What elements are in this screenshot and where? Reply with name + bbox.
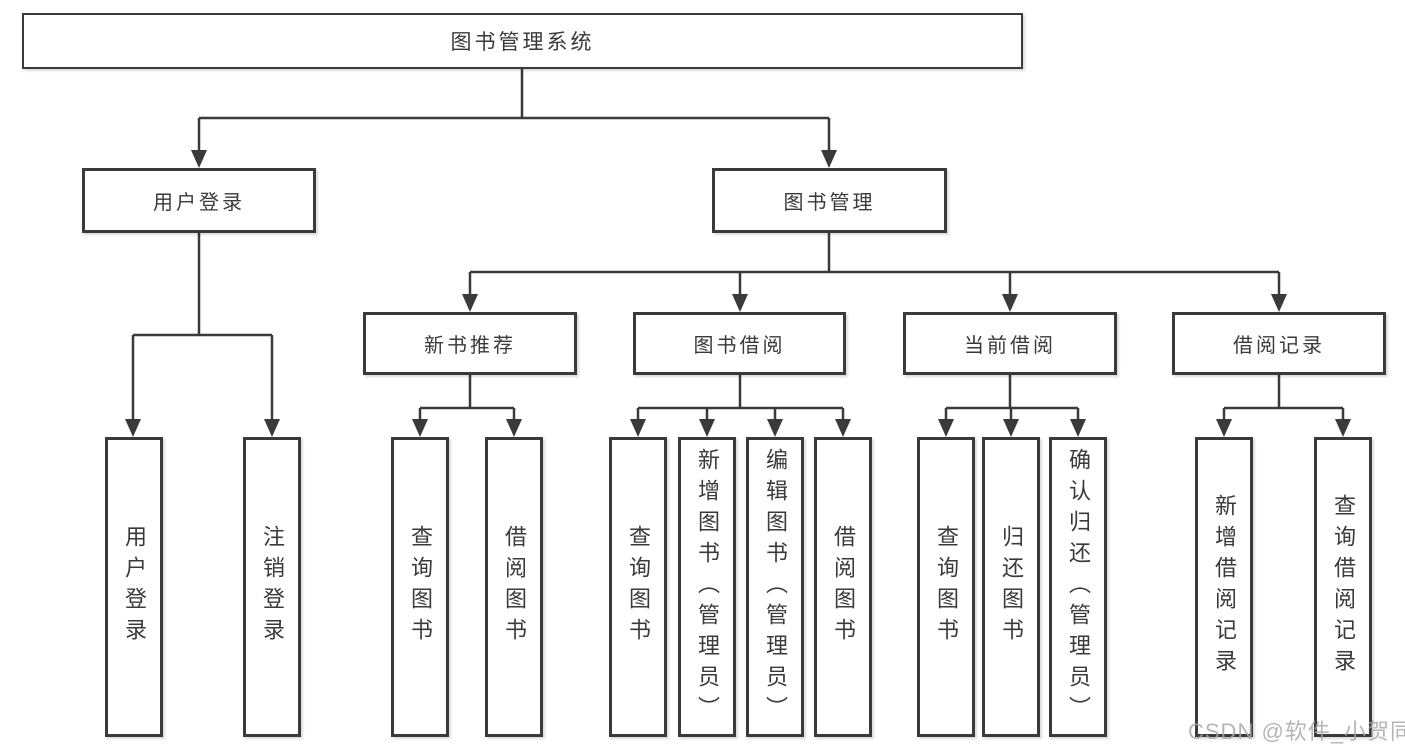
node-label: 查询借阅记录 (1331, 494, 1356, 680)
node-label: 图书借阅 (693, 335, 786, 357)
node-label: 借阅图书 (831, 525, 856, 649)
node-label: 注销登录 (260, 525, 285, 649)
node-label: 借阅记录 (1233, 335, 1325, 357)
leaf-logout: 注销登录 (243, 437, 301, 737)
leaf-borrow-books: 借阅图书 (814, 437, 872, 737)
arrowheads (125, 150, 1351, 437)
node-label: 归还图书 (999, 525, 1024, 649)
connector-paths (131, 68, 1345, 420)
node-label: 借阅图书 (502, 525, 527, 649)
node-label: 新增借阅记录 (1212, 494, 1237, 680)
node-label: 图书管理 (783, 192, 876, 214)
node-label: 查询图书 (934, 525, 959, 649)
leaf-borrow-books-recommend: 借阅图书 (485, 437, 543, 737)
leaf-confirm-return-admin: 确认归还（管理员） (1049, 437, 1107, 737)
leaf-search-borrow-record: 查询借阅记录 (1314, 437, 1372, 737)
leaf-search-books-recommend: 查询图书 (391, 437, 449, 737)
node-borrow-records: 借阅记录 (1172, 312, 1386, 375)
node-user-login: 用户登录 (82, 168, 316, 233)
node-label: 用户登录 (153, 192, 245, 214)
node-label: 查询图书 (408, 525, 433, 649)
node-label: 编辑图书（管理员） (763, 447, 788, 727)
csdn-watermark: CSDN @软件_小贺同学 (1188, 719, 1405, 744)
node-new-book-recommend: 新书推荐 (363, 312, 577, 375)
leaf-add-borrow-record: 新增借阅记录 (1195, 437, 1253, 737)
leaf-search-books-current: 查询图书 (917, 437, 975, 737)
node-label: 用户登录 (122, 525, 147, 649)
node-label: 确认归还（管理员） (1066, 447, 1091, 727)
node-book-borrow: 图书借阅 (633, 312, 846, 375)
leaf-search-books-borrow: 查询图书 (609, 437, 667, 737)
node-book-management: 图书管理 (712, 168, 947, 233)
leaf-edit-books-admin: 编辑图书（管理员） (746, 437, 804, 737)
leaf-return-books: 归还图书 (982, 437, 1040, 737)
leaf-add-books-admin: 新增图书（管理员） (678, 437, 736, 737)
node-library-management-system: 图书管理系统 (22, 13, 1023, 69)
node-label: 查询图书 (626, 525, 651, 649)
node-label: 当前借阅 (964, 335, 1056, 357)
node-label: 新书推荐 (424, 335, 516, 357)
node-label: 新增图书（管理员） (695, 447, 720, 727)
node-current-borrow: 当前借阅 (903, 312, 1117, 375)
node-label: 图书管理系统 (450, 31, 595, 54)
leaf-user-login: 用户登录 (105, 437, 163, 737)
